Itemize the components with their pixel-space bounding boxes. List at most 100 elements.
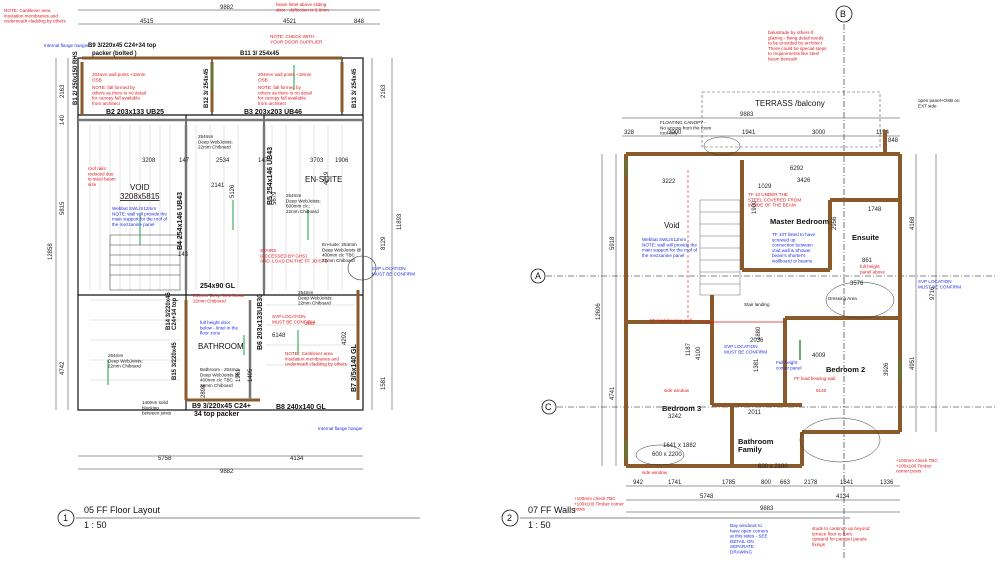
plan2-note-dim-1900: 1900 <box>752 200 758 214</box>
beam-b5: B5 254x146 UB43 <box>267 147 274 205</box>
plan2-room-family: Family <box>738 445 763 454</box>
plan1-top-dim-2: 4521 <box>283 19 297 25</box>
plan2-note-dim-1880: 1880 <box>756 326 762 340</box>
plan2-room-master: Master Bedroom <box>770 217 830 226</box>
plan2-inner-dim: 4009 <box>812 353 826 359</box>
plan1-top-dim-1: 4515 <box>140 19 154 25</box>
sheet1-number: 1 <box>63 513 68 523</box>
plan1-overall-bottom: 9882 <box>220 469 234 475</box>
plan2-note-dim-5140: 5140 <box>816 388 827 393</box>
plan1-inner-dim: 5126 <box>230 184 236 198</box>
plan1-left-dim-2: 140 <box>60 114 66 125</box>
beam-b9-top: B9 3/220x45 C24+34 top <box>88 43 157 49</box>
plan2-cloud-1 <box>703 136 741 156</box>
plan2-terrace-outline <box>701 91 881 148</box>
plan2-top-dim: 3000 <box>668 130 682 136</box>
plan2-note-side-window-2: side window <box>664 388 690 393</box>
plan2-cloud-2 <box>825 281 895 319</box>
plan1-inner-dim: 143 <box>178 252 189 258</box>
sheet2-number-circle <box>501 509 519 527</box>
plan1-inner-dim: 3957 <box>305 321 316 326</box>
plan2-room-bedroom3: Bedroom 3 <box>662 404 701 413</box>
plan1-right-dim-3: 11893 <box>397 213 403 230</box>
plan2-bottom-dim: 2178 <box>804 480 818 486</box>
plan2-bottom-dim: 1641 <box>840 480 854 486</box>
plan2-inner-dim: 3242 <box>668 414 682 420</box>
plan2-overall-bottom: 9883 <box>760 506 774 512</box>
plan2-inner-dim: 1029 <box>758 184 772 190</box>
grid-label-c: C <box>545 402 552 412</box>
grid-marker-b <box>835 5 853 23</box>
grid-marker-a <box>530 268 546 284</box>
plan1-left-dim-6: 4742 <box>60 361 66 375</box>
plan2-note-canopy: FLOATING CANOPY -No access from the room… <box>660 120 711 136</box>
beam-b3: B3 203x203 UB46 <box>244 109 302 116</box>
beam-b7: B7 3/5x140 GL <box>351 343 358 392</box>
plan1-inner-dim-3208: 3208 <box>142 158 156 164</box>
beam-b12: B12 3/ 254x45 <box>204 68 210 108</box>
plan2-bottom-dim: 800 <box>761 480 772 486</box>
plan2-inner-dim: 3222 <box>662 179 676 185</box>
plan1-inner-dim: 2141 <box>211 183 225 189</box>
plan2-bottom-dim: 1741 <box>668 480 682 486</box>
plan2-inner-dim: 2036 <box>750 338 764 344</box>
plan1-inner-dim: 4292 <box>342 331 348 345</box>
grid-label-b: B <box>840 9 846 19</box>
plan2-room-ensuite: Ensuite <box>852 233 879 242</box>
plan2-room-terrace: TERRASS /balcony <box>755 99 825 108</box>
plan1-overall-top: 9882 <box>220 5 234 11</box>
plan2-inner-dim: 1381 <box>754 358 760 372</box>
plan1-right-dim-4: 1581 <box>381 376 387 390</box>
plan1-bottom-dim-1: 5758 <box>158 456 172 462</box>
plan2-cloud-4 <box>635 444 685 466</box>
plan2-cloud-3 <box>799 417 881 463</box>
plan1-inner-dim: 5679 <box>272 191 278 205</box>
plan1-span-arrows <box>107 65 309 385</box>
sheet2-number: 2 <box>507 513 512 523</box>
plan2-inner-dim: 3576 <box>850 281 864 287</box>
plan2-note-load-bearing-2: FF load bearing wall <box>794 376 835 381</box>
beam-b2: B2 203x133 UB25 <box>106 109 164 116</box>
plan2-bottom-dim: 942 <box>633 480 644 486</box>
plan2-top-dim: 1941 <box>742 130 756 136</box>
beam-b13: B13 3/ 254x45 <box>352 68 358 108</box>
plan1-room-bathroom: BATHROOM <box>198 342 244 351</box>
plan2-note-size-3: 600 x 2100 <box>758 464 788 470</box>
grid-marker-c <box>541 399 557 415</box>
plan2-overall-top: 9883 <box>740 112 754 118</box>
plan2-stair <box>699 199 741 296</box>
plan2-top-dim: 3000 <box>812 130 826 136</box>
plan2-right-dim: 9716 <box>930 286 936 300</box>
plan2-note-size-1: 1641 x 1882 <box>663 443 697 449</box>
plan-ff-floor-layout: 9882 4515 4521 848 <box>4 2 420 530</box>
plan1-inner-dim: 147 <box>258 158 269 164</box>
plan1-inner-dim: 1906 <box>335 158 349 164</box>
plan2-room-void: Void <box>664 221 680 230</box>
plan2-room-dressing: Dressing Area <box>828 296 857 301</box>
plan2-top-dim: 328 <box>624 130 635 136</box>
plan2-inner-dim: 2011 <box>748 410 762 416</box>
plan2-inner-dim: 1748 <box>868 207 882 213</box>
plan2-room-landing: Stair landing <box>744 302 770 307</box>
plan2-bottom-dim-2: 4134 <box>836 494 850 500</box>
